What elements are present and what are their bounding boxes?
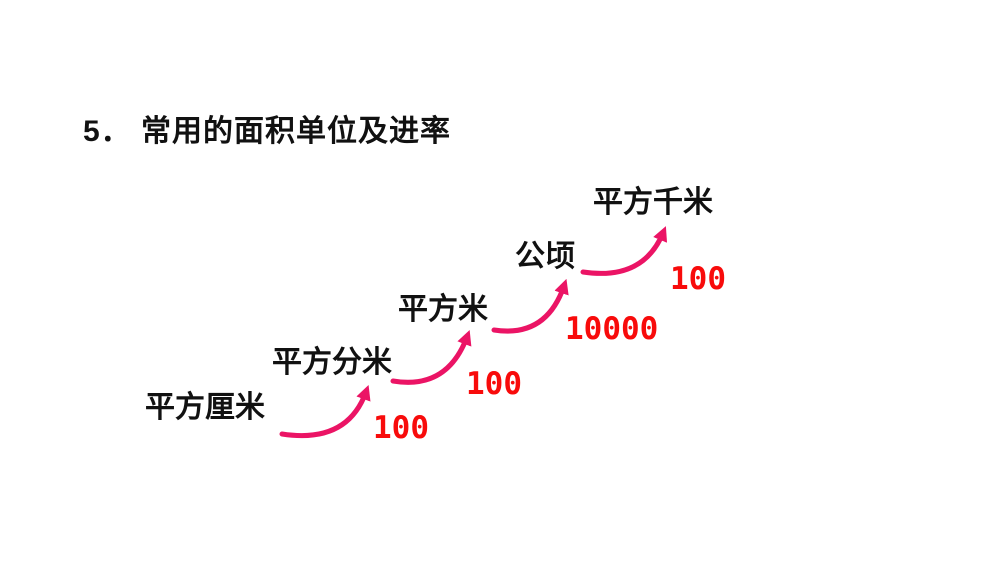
arrow-hectare-to-square-kilometer-icon [580,226,668,276]
unit-label-square-meter: 平方米 [398,293,488,326]
conversion-rate-hectare-to-km2: 100 [670,261,726,297]
conversion-rate-cm2-to-dm2: 100 [373,410,429,446]
slide-title: 5． 常用的面积单位及进率 [83,115,452,148]
arrow-square-decimeter-to-square-meter-icon [390,329,472,385]
unit-label-square-centimeter: 平方厘米 [145,391,265,424]
unit-label-square-kilometer: 平方千米 [593,186,713,219]
unit-label-hectare: 公顷 [515,240,575,273]
arrow-square-centimeter-to-square-decimeter-icon [279,384,371,439]
conversion-rate-dm2-to-m2: 100 [466,366,522,402]
arrow-square-meter-to-hectare-icon [491,278,569,334]
conversion-rate-m2-to-hectare: 10000 [565,311,659,347]
unit-label-square-decimeter: 平方分米 [272,346,392,379]
